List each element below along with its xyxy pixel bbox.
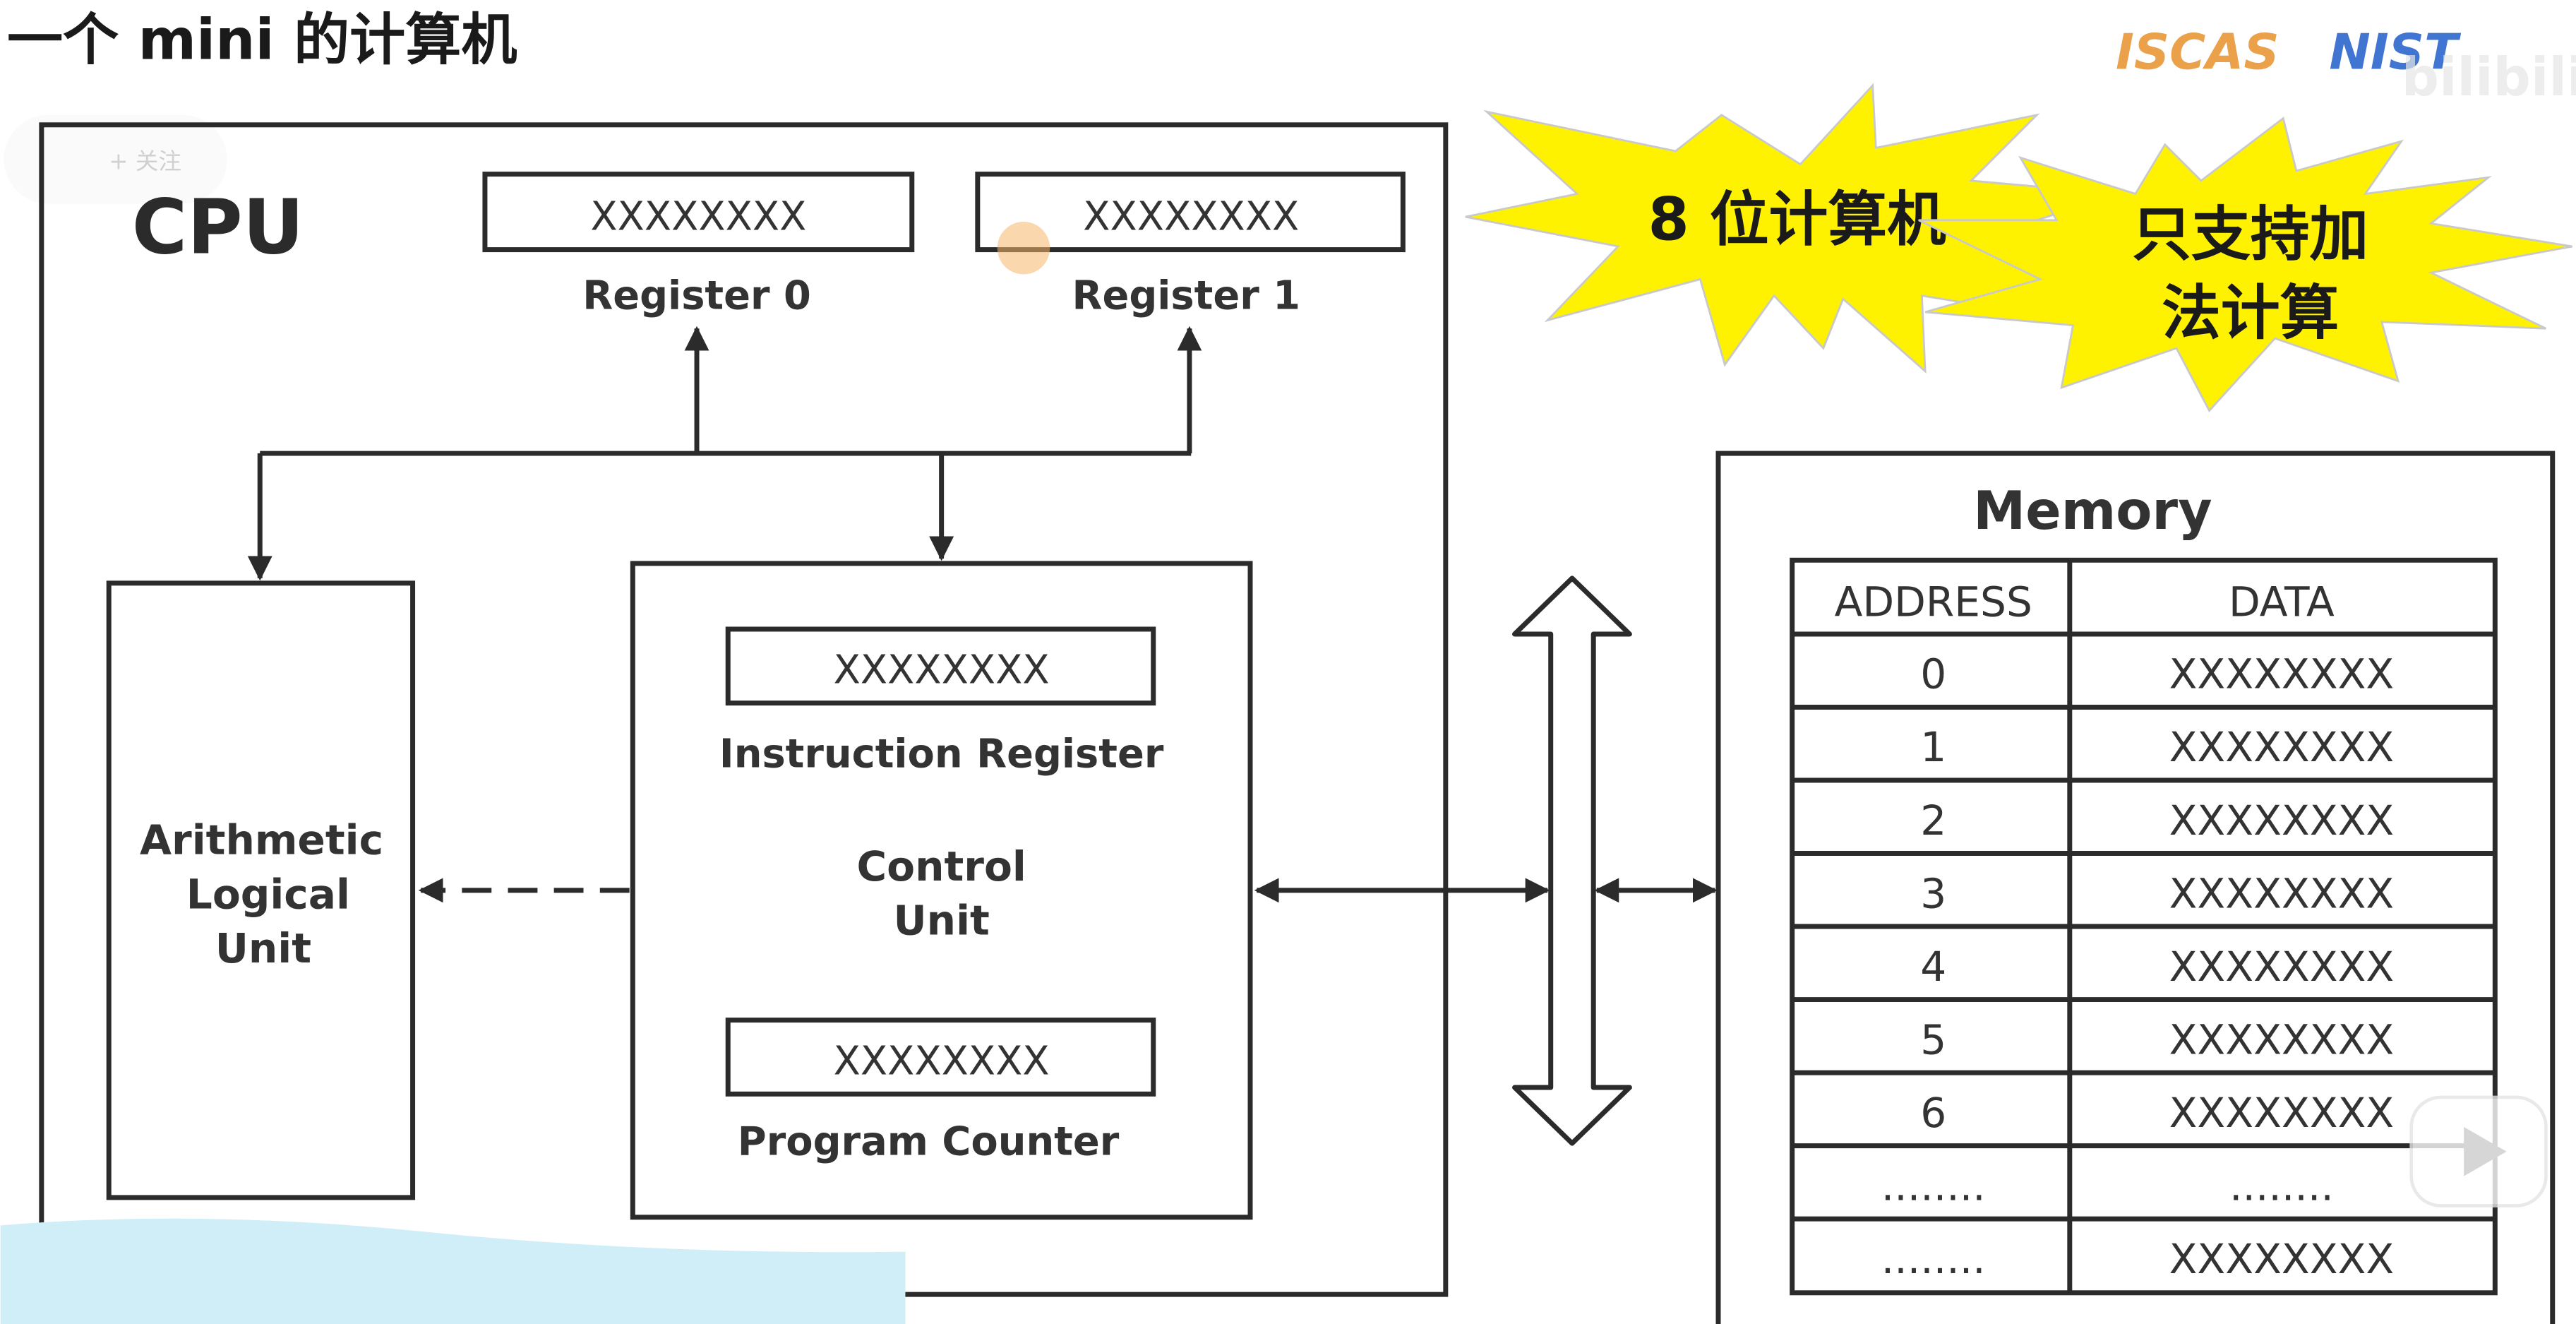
callout-add-line1: 只支持加	[2132, 200, 2368, 269]
memory-data-cell: ........	[2229, 1162, 2334, 1210]
program-counter-label: Program Counter	[738, 1119, 1120, 1164]
callout-add-only: 只支持加 法计算	[1918, 117, 2572, 412]
callout-add-line2: 法计算	[2162, 278, 2339, 347]
memory-data-cell: XXXXXXXX	[2169, 869, 2395, 917]
play-icon	[2464, 1126, 2507, 1176]
callout-8bit: 8 位计算机	[1465, 83, 2120, 374]
follow-button-label: + 关注	[109, 148, 181, 175]
memory-data-cell: XXXXXXXX	[2169, 723, 2395, 771]
alu-label-line1: Arithmetic	[140, 816, 383, 864]
video-player-control[interactable]	[2409, 1095, 2548, 1207]
memory-header-data: DATA	[2229, 578, 2335, 626]
register-1-value: XXXXXXXX	[1083, 194, 1299, 240]
memory-data-cell: XXXXXXXX	[2169, 650, 2395, 698]
instruction-register-box	[725, 626, 1156, 706]
memory-address-cell: 4	[1920, 943, 1946, 991]
instruction-register-label: Instruction Register	[719, 731, 1164, 777]
memory-address-cell: ........	[1881, 1162, 1986, 1210]
memory-address-cell: 3	[1920, 869, 1946, 917]
system-bus-arrow	[1512, 575, 1632, 1146]
control-unit-label-line2: Unit	[893, 897, 989, 945]
cpu-label: CPU	[132, 184, 304, 271]
memory-address-cell: 0	[1920, 650, 1946, 698]
memory-header-address: ADDRESS	[1835, 578, 2032, 626]
register-0-box	[482, 172, 915, 253]
memory-data-cell: XXXXXXXX	[2169, 1015, 2395, 1063]
register-0-label: Register 0	[582, 273, 811, 318]
register-1-label: Register 1	[1072, 273, 1300, 318]
alu-label-line3: Unit	[215, 924, 311, 972]
memory-address-cell: 5	[1920, 1015, 1946, 1063]
iscas-logo: ISCAS	[2116, 24, 2280, 81]
program-counter-value: XXXXXXXX	[834, 1038, 1050, 1084]
memory-data-cell: XXXXXXXX	[2169, 797, 2395, 845]
memory-title: Memory	[1973, 480, 2212, 542]
internal-bus	[247, 326, 1202, 581]
follow-button[interactable]: + 关注	[4, 114, 227, 204]
instruction-register-value: XXXXXXXX	[834, 648, 1050, 693]
slide-title: 一个 mini 的计算机	[7, 8, 517, 73]
bilibili-watermark: bilibili	[2402, 47, 2576, 108]
memory-address-cell: 2	[1920, 797, 1946, 845]
callout-8bit-text: 8 位计算机	[1648, 185, 1946, 254]
memory-data-cell: XXXXXXXX	[2169, 1089, 2395, 1137]
alu-box	[106, 580, 416, 1200]
memory-data-cell: XXXXXXXX	[2169, 1235, 2395, 1283]
memory-address-cell: 1	[1920, 723, 1946, 771]
bottom-overlay	[0, 1218, 906, 1324]
alu-label-line2: Logical	[186, 870, 350, 918]
register-1-box	[975, 172, 1406, 253]
starburst-shape	[1465, 83, 2120, 374]
program-counter-box	[725, 1018, 1156, 1097]
cursor-highlight	[997, 222, 1050, 275]
register-0-value: XXXXXXXX	[590, 194, 806, 240]
memory-address-cell: ........	[1881, 1235, 1986, 1283]
nist-logo: NIST	[2329, 24, 2462, 81]
memory-address-cell: 6	[1920, 1089, 1946, 1137]
control-unit-label-line1: Control	[856, 842, 1026, 890]
starburst-shape	[1918, 117, 2572, 412]
memory-data-cell: XXXXXXXX	[2169, 943, 2395, 991]
